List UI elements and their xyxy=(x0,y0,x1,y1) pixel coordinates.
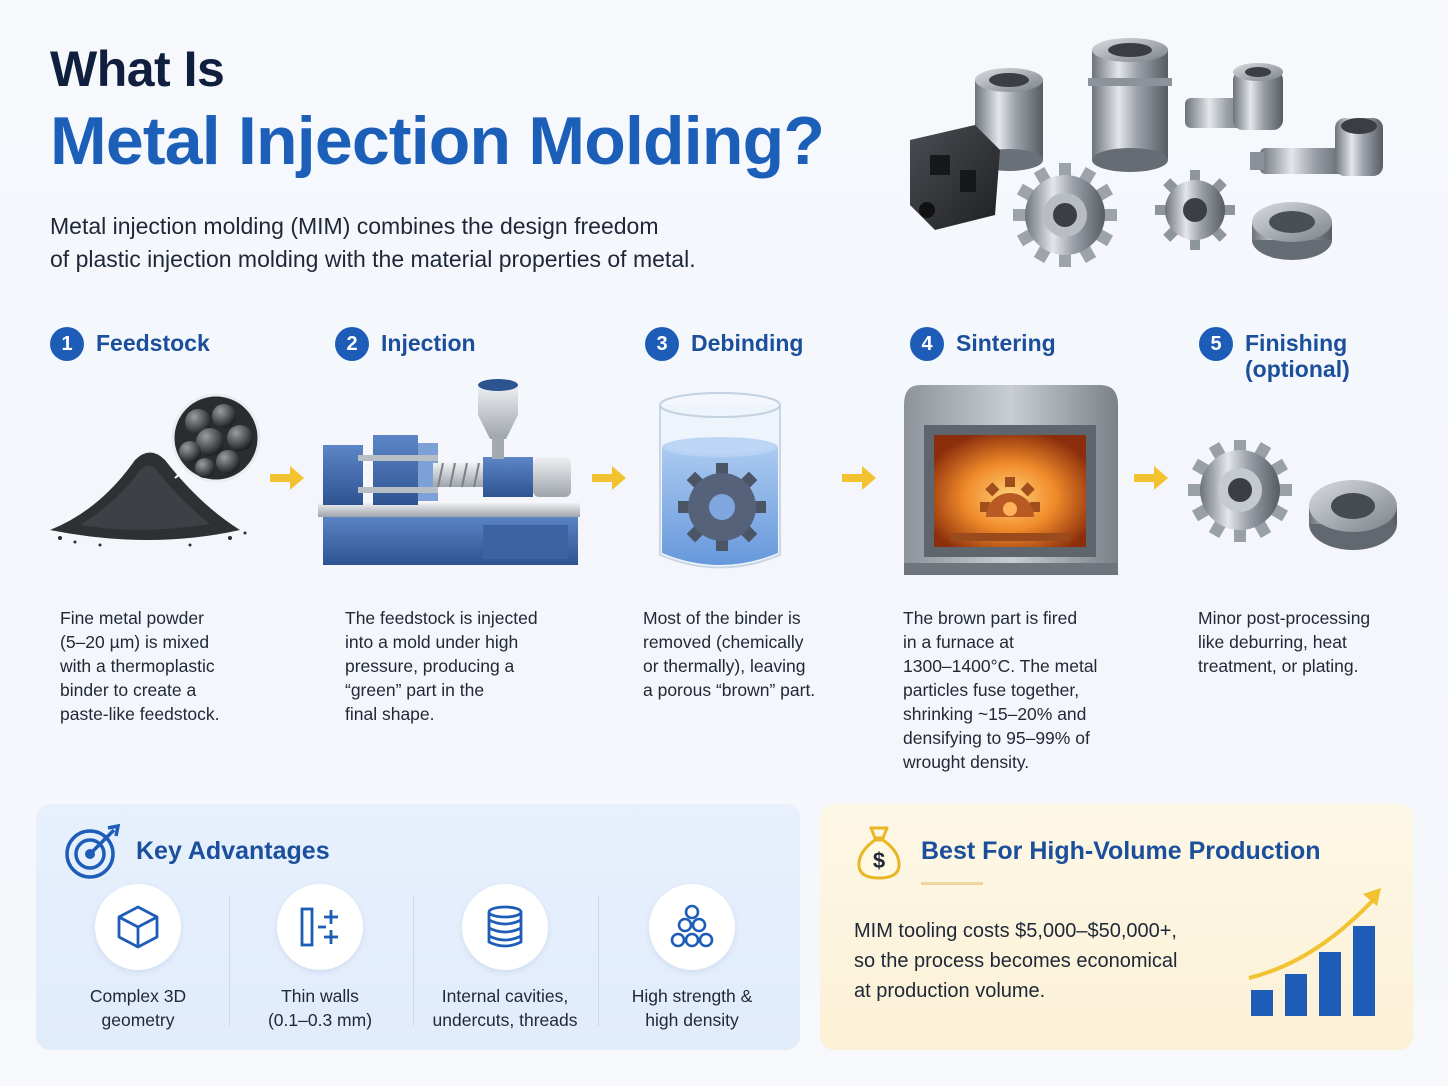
step-4-header: 4 Sintering xyxy=(910,327,1056,361)
intro-line-2: of plastic injection molding with the ma… xyxy=(50,246,696,272)
step-3-description: Most of the binder is removed (chemicall… xyxy=(643,608,816,700)
step-4-title: Sintering xyxy=(956,330,1056,356)
advantage-complex-geometry: Complex 3D geometry xyxy=(45,884,231,1032)
dollar-sign: $ xyxy=(873,848,885,873)
dark-block-part xyxy=(910,125,1000,230)
elbow-fitting-part xyxy=(1185,63,1283,130)
step-2-number: 2 xyxy=(335,327,369,361)
key-advantages-title: Key Advantages xyxy=(136,837,330,865)
growth-bar xyxy=(1251,990,1273,1016)
step-5-number: 5 xyxy=(1199,327,1233,361)
advantage-high-strength: High strength & high density xyxy=(599,884,785,1032)
step-1-number: 1 xyxy=(50,327,84,361)
finished-parts-illustration xyxy=(1188,440,1397,550)
debinding-tank-illustration xyxy=(659,392,781,569)
threads-icon xyxy=(487,905,523,948)
injection-machine-illustration xyxy=(318,379,580,565)
step-5-description: Minor post-processing like deburring, he… xyxy=(1198,608,1371,676)
gear-part xyxy=(1013,163,1117,267)
arrow-right-icon xyxy=(270,466,304,490)
growth-chart-icon xyxy=(1248,888,1381,1016)
advantage-internal-cavities: Internal cavities, undercuts, threads xyxy=(412,884,598,1032)
step-1-description: Fine metal powder (5–20 µm) is mixed wit… xyxy=(60,608,220,724)
money-bag-icon: $ xyxy=(857,826,901,880)
step-3-title: Debinding xyxy=(691,330,804,356)
shaft-part xyxy=(1250,118,1383,176)
key-advantages-panel: Key Advantages Complex 3D geometry xyxy=(36,804,800,1050)
step-2-description: The feedstock is injected into a mold un… xyxy=(345,608,538,724)
step-5-title: Finishing (optional) xyxy=(1245,330,1350,382)
small-gear-part xyxy=(1155,170,1235,250)
step-5-header: 5 Finishing (optional) xyxy=(1199,327,1350,382)
best-for-panel: $ Best For High-Volume Production MIM to… xyxy=(820,804,1413,1050)
step-4-number: 4 xyxy=(910,327,944,361)
title-underline xyxy=(921,882,983,885)
cylinder-part xyxy=(1088,38,1172,172)
best-for-text: MIM tooling costs $5,000–$50,000+, so th… xyxy=(854,920,1178,1002)
best-for-title: Best For High-Volume Production xyxy=(921,837,1321,865)
divider xyxy=(229,896,230,1026)
advantage-thin-walls: Thin walls (0.1–0.3 mm) xyxy=(227,884,413,1032)
thin-walls-icon xyxy=(300,907,338,947)
page-title: Metal Injection Molding? xyxy=(50,103,825,179)
powder-pile-illustration xyxy=(50,393,261,547)
target-icon xyxy=(65,824,121,879)
title-what-is: What Is xyxy=(50,41,225,97)
step-2-title: Injection xyxy=(381,330,476,356)
step-1-header: 1 Feedstock xyxy=(50,327,210,361)
furnace-illustration xyxy=(904,385,1118,575)
step-2-header: 2 Injection xyxy=(335,327,476,361)
growth-bar xyxy=(1319,952,1341,1016)
divider xyxy=(598,896,599,1026)
cube-icon xyxy=(117,905,159,949)
particles-icon xyxy=(670,904,714,948)
arrow-right-icon xyxy=(592,466,626,490)
ring-part xyxy=(1252,202,1332,260)
step-4-description: The brown part is fired in a furnace at … xyxy=(903,608,1098,772)
growth-bar xyxy=(1285,974,1307,1016)
divider xyxy=(413,896,414,1026)
mim-parts-illustration xyxy=(910,38,1383,267)
intro-text: Metal injection molding (MIM) combines t… xyxy=(50,210,810,276)
arrow-right-icon xyxy=(1134,466,1168,490)
intro-line-1: Metal injection molding (MIM) combines t… xyxy=(50,213,659,239)
step-3-number: 3 xyxy=(645,327,679,361)
step-1-title: Feedstock xyxy=(96,330,210,356)
arrow-right-icon xyxy=(842,466,876,490)
step-3-header: 3 Debinding xyxy=(645,327,803,361)
growth-bar xyxy=(1353,926,1375,1016)
